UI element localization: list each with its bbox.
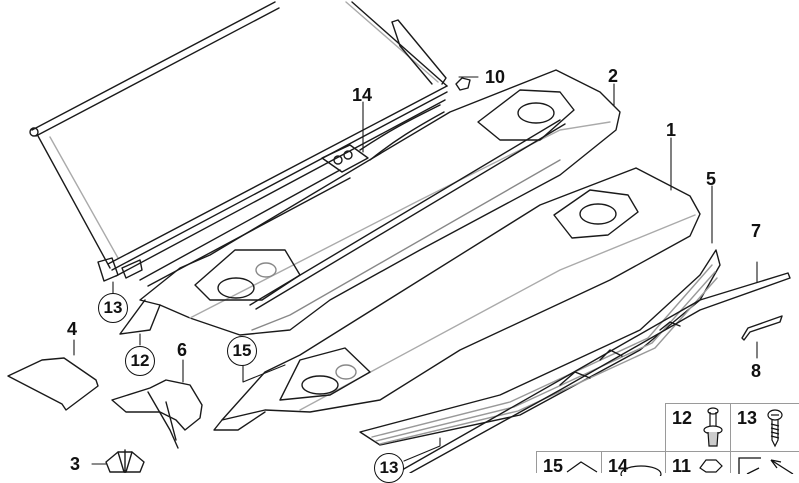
legend-label-15: 15 — [543, 456, 564, 476]
arrow-symbol-icon — [738, 457, 794, 474]
callout-12-circled: 12 — [125, 346, 155, 376]
part-10-cap — [455, 77, 471, 91]
callout-15-circled: 15 — [227, 336, 257, 366]
callout-2: 2 — [608, 66, 619, 86]
push-rivet-icon — [703, 407, 723, 447]
callout-13-circled-blind: 13 — [98, 293, 128, 323]
legend-cell-arrow — [730, 451, 799, 474]
parcel-shelf-lower — [213, 167, 701, 431]
callout-1: 1 — [666, 120, 677, 140]
cap-part-3 — [105, 449, 145, 473]
callout-13-circled-grille: 13 — [374, 453, 404, 483]
legend-label-13: 13 — [737, 408, 758, 428]
cover-part-4 — [7, 357, 99, 411]
callout-10: 10 — [485, 67, 506, 87]
legend-cell-14: 14 — [601, 451, 665, 476]
screw-icon — [767, 409, 783, 448]
callout-5: 5 — [706, 169, 717, 189]
legend-label-11: 11 — [672, 456, 692, 476]
callout-3: 3 — [70, 454, 81, 474]
hinge-cover-part-6 — [111, 379, 203, 449]
clip-nut-icon — [699, 459, 723, 473]
callout-8: 8 — [751, 361, 762, 381]
callout-6: 6 — [177, 340, 188, 360]
callout-7: 7 — [751, 221, 762, 241]
round-part-icon — [620, 465, 662, 476]
roller-blind-assembly — [29, 1, 448, 287]
bracket-part-8 — [741, 315, 783, 341]
callout-14: 14 — [352, 85, 373, 105]
callout-4: 4 — [67, 319, 78, 339]
legend-cell-15: 15 — [536, 451, 601, 476]
clip-icon — [566, 461, 598, 473]
legend-cell-13: 13 — [730, 403, 799, 451]
legend-cell-11: 11 — [665, 451, 730, 476]
trim-strip — [401, 272, 791, 473]
legend-label-12: 12 — [672, 408, 693, 428]
legend-cell-12: 12 — [665, 403, 730, 451]
parcel-shelf-upper — [119, 69, 621, 336]
parts-diagram — [7, 1, 791, 473]
